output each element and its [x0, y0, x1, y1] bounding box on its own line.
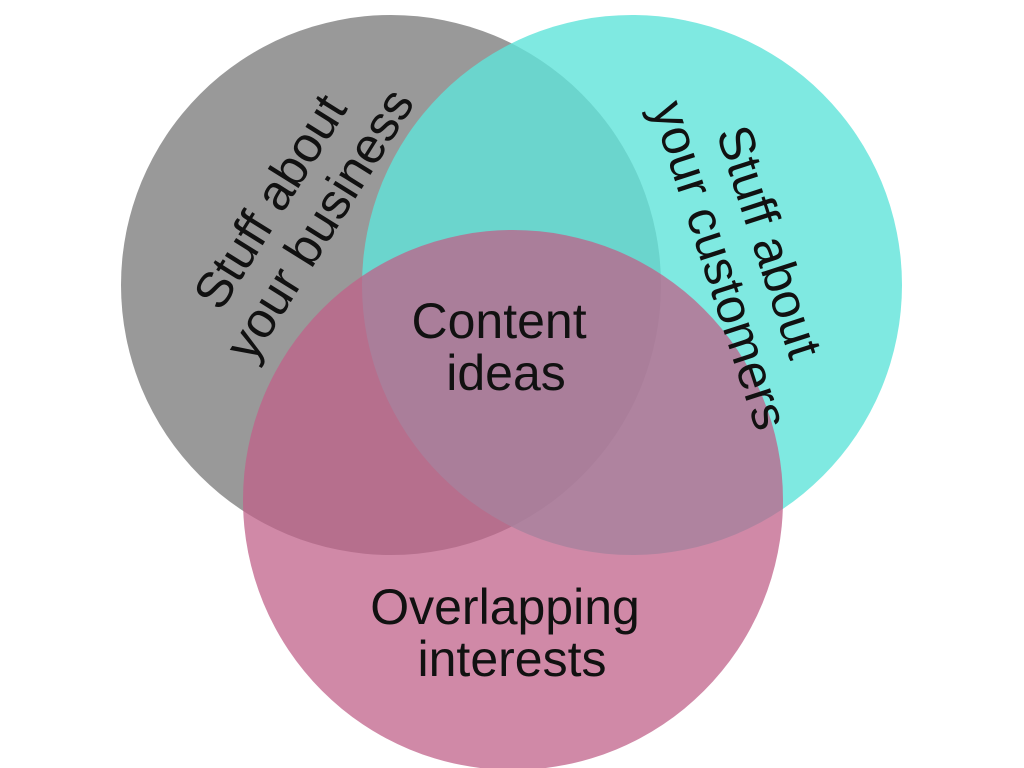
label-interests: Overlapping interests — [370, 579, 654, 687]
label-center-line-2: ideas — [446, 345, 566, 401]
circle-interests — [243, 230, 783, 768]
label-center-line-1: Content — [411, 293, 586, 349]
label-interests-line-2: interests — [418, 631, 607, 687]
label-center: Content ideas — [411, 293, 600, 401]
label-interests-line-1: Overlapping — [370, 579, 640, 635]
